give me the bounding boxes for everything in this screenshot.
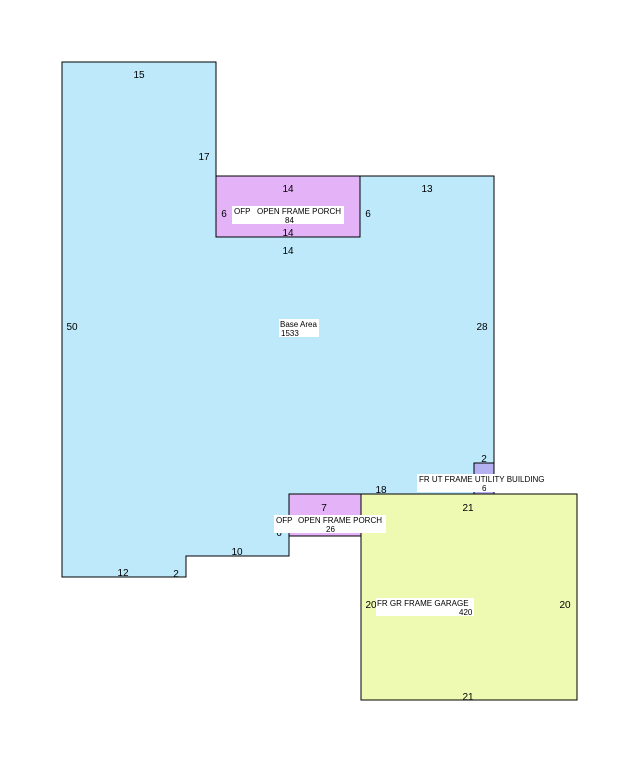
porch-bottom-name: OPEN FRAME PORCH: [298, 516, 382, 525]
dim-base-step-left: 17: [198, 152, 210, 163]
porch-bottom-value: 26: [326, 525, 335, 534]
dim-porch-bottom-top: 7: [321, 503, 327, 514]
porch-top-value: 84: [285, 216, 294, 225]
utility-building-label: FR UT FRAME UTILITY BUILDING 6: [417, 474, 550, 493]
utility-building-value: 6: [482, 484, 487, 493]
garage-value: 420: [459, 608, 473, 617]
dim-base-bottom-right: 18: [375, 485, 387, 496]
base-area-label: Base Area 1533: [279, 319, 319, 338]
dim-porch-top-bottom: 14: [282, 228, 294, 239]
porch-top-label: OFP OPEN FRAME PORCH 84: [232, 206, 344, 225]
dim-utility-top: 2: [481, 454, 487, 465]
porch-top-name: OPEN FRAME PORCH: [257, 207, 341, 216]
dim-garage-top: 21: [462, 503, 474, 514]
dim-base-bottom-left: 12: [117, 568, 129, 579]
dim-base-top-right: 13: [421, 184, 433, 195]
dim-porch-bottom-left: 6: [276, 528, 282, 539]
utility-building-name: FR UT FRAME UTILITY BUILDING: [419, 475, 545, 484]
dim-base-step-notch: 2: [173, 569, 179, 580]
garage-name: FR GR FRAME GARAGE: [377, 599, 469, 608]
garage-label: FR GR FRAME GARAGE 420: [376, 598, 474, 617]
garage-shape: [360, 493, 578, 701]
base-area-value: 1533: [281, 329, 299, 338]
base-area-name: Base Area: [280, 320, 317, 329]
dim-garage-right: 20: [559, 600, 571, 611]
dim-base-top: 15: [133, 70, 145, 81]
porch-top-code: OFP: [234, 207, 250, 216]
porch-bottom-label: OFP OPEN FRAME PORCH 26: [274, 515, 386, 534]
dim-porch-top-right: 6: [365, 209, 371, 220]
dim-base-bottom-mid: 10: [231, 547, 243, 558]
dim-porch-top-top: 14: [282, 184, 294, 195]
dim-base-below-porch: 14: [282, 246, 294, 257]
porch-bottom-code: OFP: [276, 516, 292, 525]
dim-base-left: 50: [66, 322, 78, 333]
dim-porch-top-left: 6: [221, 209, 227, 220]
dim-garage-bottom: 21: [462, 692, 474, 703]
dim-garage-left: 20: [365, 600, 377, 611]
dim-base-right: 28: [476, 322, 488, 333]
